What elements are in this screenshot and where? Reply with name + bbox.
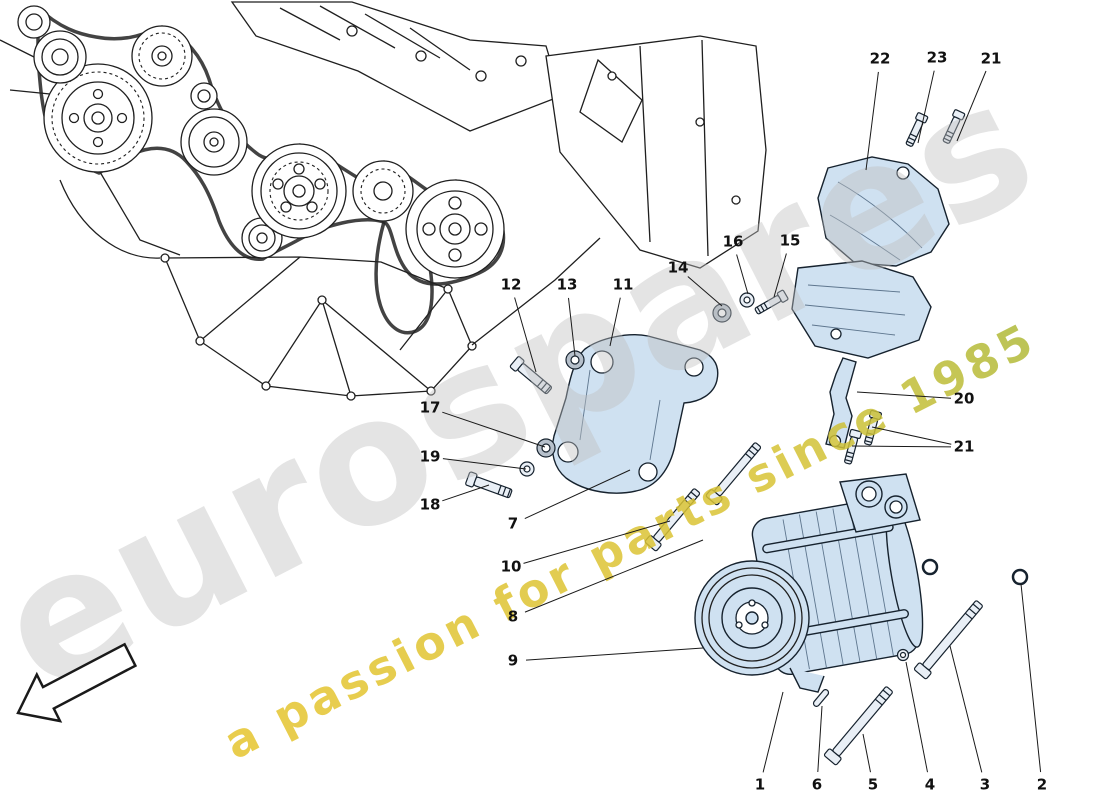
- callout-5: 5: [867, 775, 879, 794]
- callout-6: 6: [811, 775, 823, 794]
- accessory-pulleys: [251, 143, 505, 279]
- callout-17: 17: [419, 398, 441, 417]
- callout-19: 19: [419, 447, 441, 466]
- callout-22: 22: [869, 49, 891, 68]
- engine-assembly-art: [0, 1, 767, 401]
- callout-3: 3: [979, 775, 991, 794]
- callout-7: 7: [507, 514, 519, 533]
- callout-4: 4: [924, 775, 936, 794]
- callout-14: 14: [667, 258, 689, 277]
- callout-21: 21: [980, 49, 1002, 68]
- callout-20: 20: [953, 389, 975, 408]
- callout-16: 16: [722, 232, 744, 251]
- compressor-pulley: [694, 560, 810, 676]
- crank-pulley: [43, 63, 153, 173]
- direction-arrow: [16, 642, 138, 723]
- callout-2: 2: [1036, 775, 1048, 794]
- callout-18: 18: [419, 495, 441, 514]
- leader-lines: [442, 70, 1042, 773]
- callout-23: 23: [926, 48, 948, 67]
- callout-9: 9: [507, 651, 519, 670]
- heat-shield-art: [791, 156, 950, 449]
- compressor-art: [694, 473, 924, 693]
- callout-12: 12: [500, 275, 522, 294]
- callout-10: 10: [500, 557, 522, 576]
- callout-8: 8: [507, 607, 519, 626]
- bracket-art: [551, 334, 719, 494]
- callout-11: 11: [612, 275, 634, 294]
- callout-21: 21: [953, 437, 975, 456]
- callout-15: 15: [779, 231, 801, 250]
- callout-13: 13: [556, 275, 578, 294]
- callout-1: 1: [754, 775, 766, 794]
